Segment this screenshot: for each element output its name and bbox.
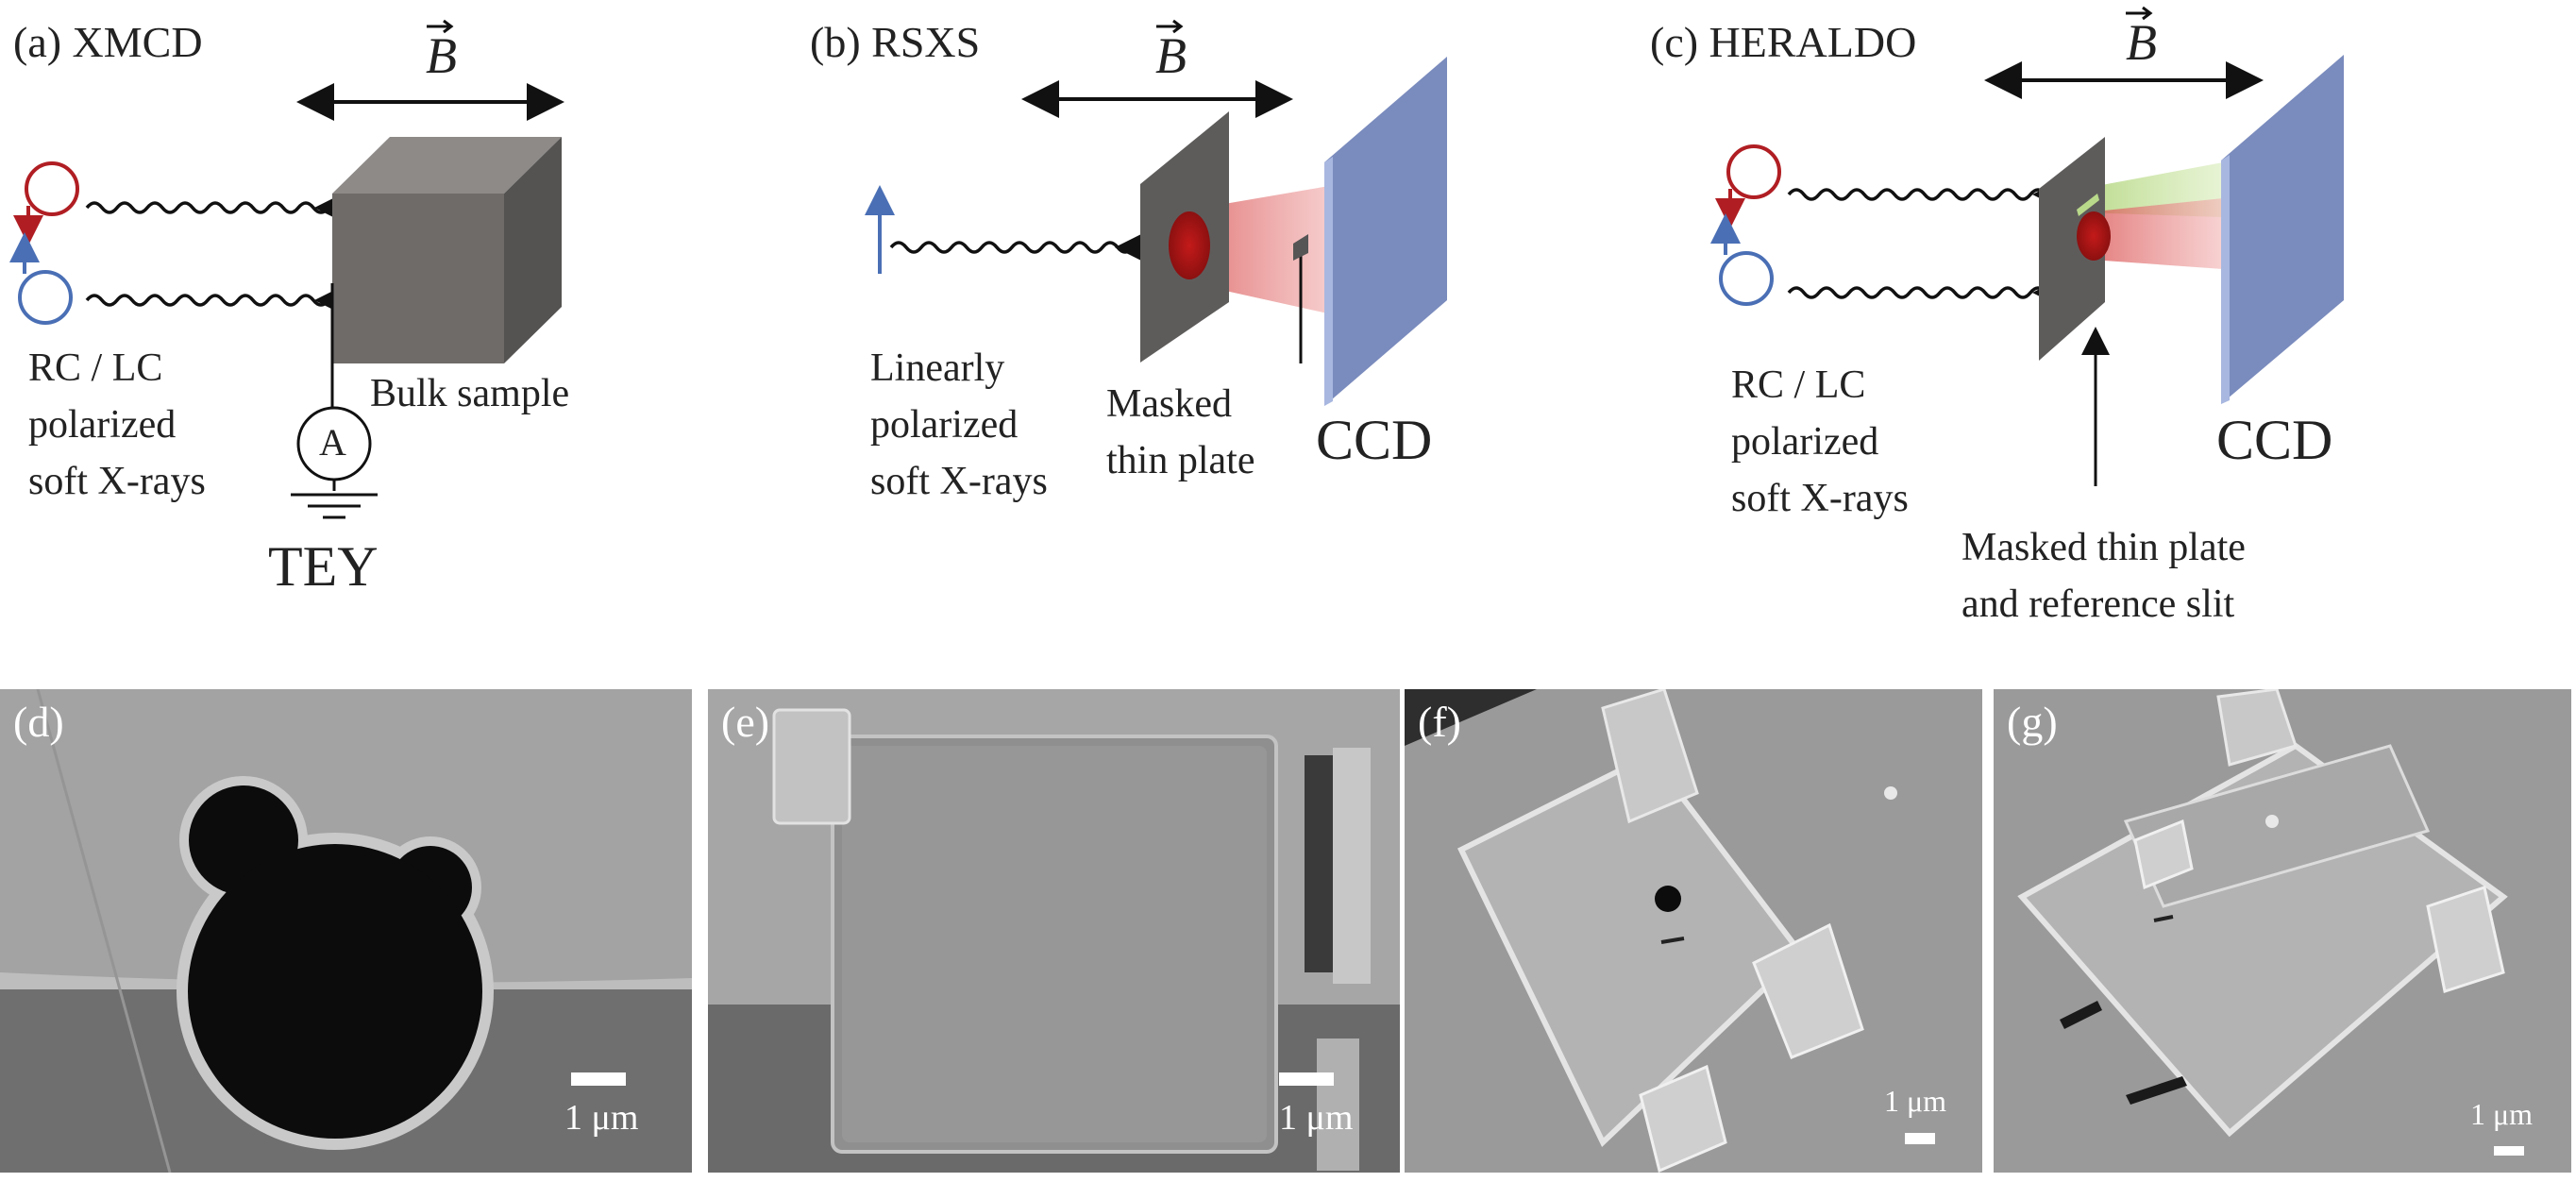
- xray-wave-a2: [85, 294, 330, 307]
- sem-image-d-art: [0, 689, 692, 1173]
- bulk-sample-cube: [332, 137, 562, 363]
- sample-line-1: Masked thin plate: [1961, 526, 2246, 569]
- scale-label-g: 1 μm: [2470, 1097, 2534, 1131]
- lc-polarization-icon-c: [1719, 251, 1774, 306]
- sample-line-2: thin plate: [1106, 439, 1255, 482]
- sample-label-c: Masked thin plate and reference slit: [1961, 519, 2246, 633]
- polarization-line-2: polarized: [870, 403, 1019, 447]
- sem-letter-e: (e): [721, 698, 770, 746]
- polarization-line-3: soft X-rays: [870, 460, 1048, 503]
- scale-bar-e: [1279, 1072, 1334, 1086]
- polarization-line-1: Linearly: [870, 346, 1005, 390]
- polarization-label-c: RC / LC polarized soft X-rays: [1731, 357, 1909, 527]
- panel-a-title: (a) XMCD: [13, 18, 203, 66]
- sample-line-2: and reference slit: [1961, 583, 2235, 626]
- xray-wave-c1: [1787, 188, 2047, 201]
- sample-label-b: Masked thin plate: [1106, 376, 1254, 489]
- ccd-detector-c: [2221, 55, 2344, 404]
- schematics-svg: [9, 6, 2344, 519]
- polarization-line-1: RC / LC: [28, 346, 163, 390]
- polarization-line-2: polarized: [1731, 420, 1879, 464]
- rc-polarization-icon-c: [1726, 144, 1781, 199]
- bulk-sample-label: Bulk sample: [370, 372, 570, 415]
- panel-a-diagram: [9, 19, 564, 519]
- panel-b-diagram: [865, 19, 1447, 406]
- b-field-label-c: B: [2126, 14, 2157, 71]
- lc-polarization-icon: [18, 270, 73, 325]
- sem-image-e: (e) 1 μm: [708, 689, 1400, 1173]
- panel-b-title: (b) RSXS: [810, 18, 981, 66]
- polarization-line-3: soft X-rays: [28, 460, 206, 503]
- scale-bar-g: [2494, 1146, 2524, 1156]
- sem-image-f: (f) 1 μm: [1405, 689, 1982, 1173]
- b-field-label-a: B: [426, 27, 457, 84]
- ammeter-symbol: A: [319, 421, 346, 464]
- sem-letter-d: (d): [13, 698, 64, 746]
- panel-c-title: (c) HERALDO: [1650, 18, 1917, 66]
- scale-bar-f: [1905, 1133, 1935, 1144]
- scattered-beam-c: [2086, 198, 2223, 269]
- polarization-label-a: RC / LC polarized soft X-rays: [28, 340, 206, 510]
- polarization-line-1: RC / LC: [1731, 363, 1866, 407]
- tey-label: TEY: [268, 535, 379, 598]
- xray-wave-c2: [1787, 286, 2047, 299]
- ccd-detector-b: [1324, 57, 1447, 406]
- polarization-label-b: Linearly polarized soft X-rays: [870, 340, 1048, 510]
- scale-label-f: 1 μm: [1884, 1084, 1947, 1118]
- rc-polarization-icon: [25, 161, 79, 216]
- sem-image-d: (d) 1 μm: [0, 689, 692, 1173]
- polarization-line-3: soft X-rays: [1731, 477, 1909, 520]
- ccd-label-c: CCD: [2216, 409, 2333, 471]
- xray-wave-a1: [85, 201, 330, 214]
- scale-label-e: 1 μm: [1279, 1098, 1354, 1138]
- polarization-line-2: polarized: [28, 403, 177, 447]
- ccd-label-b: CCD: [1316, 409, 1433, 471]
- sem-letter-g: (g): [2007, 698, 2058, 746]
- panel-c-diagram: [1710, 6, 2344, 486]
- sem-image-f-art: [1405, 689, 1982, 1173]
- sem-letter-f: (f): [1418, 698, 1461, 746]
- b-field-label-b: B: [1155, 27, 1187, 84]
- sample-line-1: Masked: [1106, 382, 1232, 426]
- xray-wave-b: [889, 241, 1135, 254]
- masked-thin-plate-c: [2039, 137, 2105, 361]
- sem-image-g-art: [1994, 689, 2571, 1173]
- sem-image-e-art: [708, 689, 1400, 1173]
- scale-bar-d: [571, 1072, 626, 1086]
- scale-label-d: 1 μm: [564, 1098, 639, 1138]
- sem-image-g: (g) 1 μm: [1994, 689, 2571, 1173]
